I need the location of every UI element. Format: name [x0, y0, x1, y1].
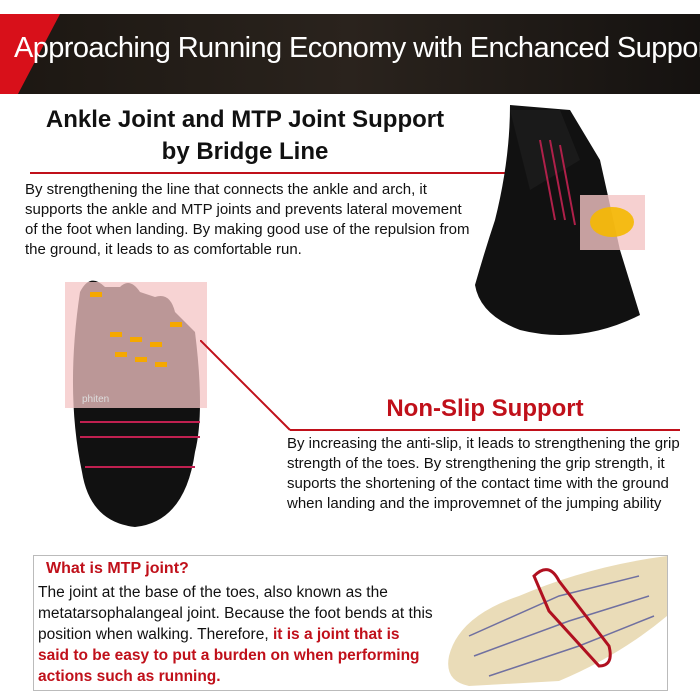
- divider: [290, 429, 680, 431]
- highlight-box: [65, 282, 207, 408]
- banner-title: Approaching Running Economy with Enchanc…: [14, 32, 700, 64]
- heading-line1: Ankle Joint and MTP Joint Support: [45, 106, 445, 133]
- mtp-text-body: The joint at the base of the toes, also …: [38, 584, 433, 643]
- mtp-highlight-outline: [532, 568, 612, 668]
- heading-line2: by Bridge Line: [161, 138, 329, 165]
- connector-line: [200, 340, 291, 431]
- section1-heading: Ankle Joint and MTP Joint Support by Bri…: [20, 104, 470, 168]
- foot-skeleton-image: [448, 556, 667, 686]
- mtp-info-box: What is MTP joint? The joint at the base…: [33, 555, 668, 691]
- section1-text: By strengthening the line that connects …: [25, 181, 470, 258]
- divider: [30, 172, 550, 174]
- banner: Approaching Running Economy with Enchanc…: [0, 14, 700, 94]
- mtp-text: The joint at the base of the toes, also …: [38, 582, 433, 687]
- section2-text: By increasing the anti-slip, it leads to…: [287, 435, 680, 512]
- section2-heading: Non-Slip Support: [386, 395, 584, 422]
- sock-sole-image: phiten: [65, 280, 207, 527]
- mtp-text-highlight: it is a joint that is said to be easy to…: [38, 626, 420, 685]
- logo: phiten: [82, 394, 109, 405]
- sock-side-image: [475, 105, 645, 335]
- mtp-title: What is MTP joint?: [46, 560, 189, 577]
